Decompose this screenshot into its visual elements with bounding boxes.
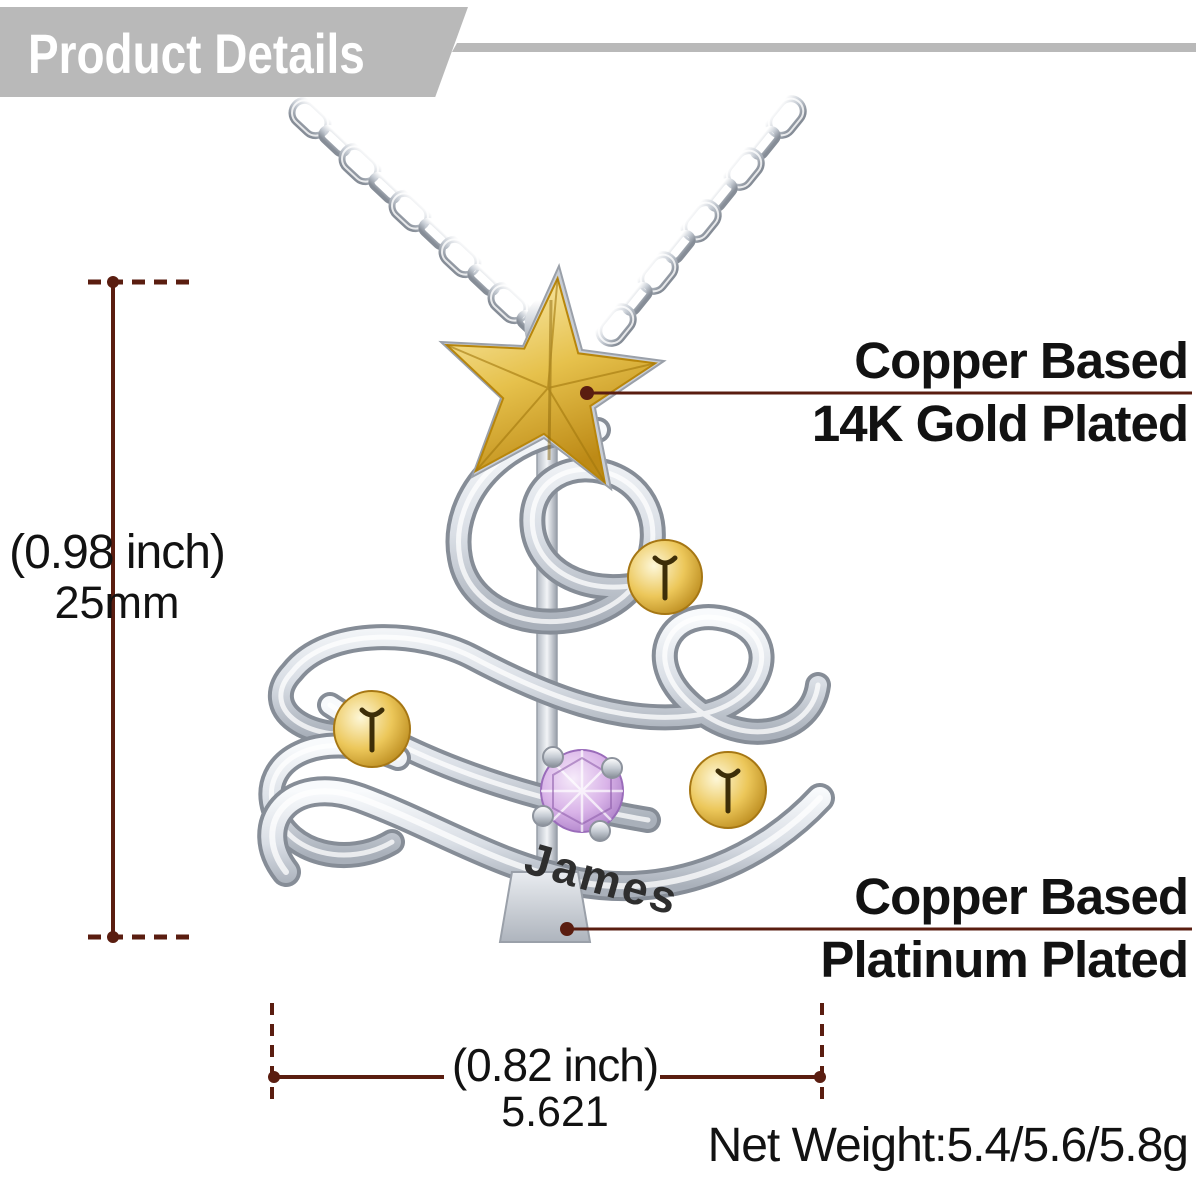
gem-prong [542,746,564,768]
callout-dot-top [580,386,594,400]
callout-dot-bottom [560,922,574,936]
pendant-star [444,275,658,485]
gem-prong [589,820,611,842]
height-dimension-dot-top [107,276,119,288]
gem-prong [532,805,554,827]
height-inches-label: (0.98 inch) [9,526,226,579]
height-dimension-label: (0.98 inch) 25mm [0,527,234,627]
banner-title: Product Details [28,22,365,85]
height-dimension-dot-bottom [107,931,119,943]
tree-ribbon-bottom [257,776,835,902]
gold-ball-3 [689,751,767,829]
net-weight-label: Net Weight:5.4/5.6/5.8g [707,1119,1189,1172]
width-dimension-label: (0.82 inch) 5.621 [400,1040,710,1134]
necklace-chain-left [287,95,550,342]
width-dimension-dot-right [814,1071,826,1083]
callout-top-label: Copper Based 14K Gold Plated [811,332,1189,452]
gem-prongs [532,746,623,842]
callout-top-line2: 14K Gold Plated [811,395,1189,452]
callout-bottom-line1: Copper Based [854,868,1189,925]
width-inches-label: (0.82 inch) [451,1039,659,1091]
tree-ribbon-middle [267,604,831,748]
callout-bottom-line2: Platinum Plated [820,931,1189,988]
gold-ball-1 [627,539,703,615]
necklace-chain-right [594,94,809,349]
gem-prong [601,757,623,779]
width-value-label: 5.621 [501,1088,609,1136]
banner-rule [452,43,1196,52]
star-facets [446,278,656,483]
callout-top-line1: Copper Based [854,332,1189,389]
callout-bottom-label: Copper Based Platinum Plated [820,868,1189,988]
gold-ball-2 [333,690,411,768]
width-dimension-dot-left [268,1071,280,1083]
height-mm-label: 25mm [54,577,180,628]
product-details-banner: Product Details [0,7,468,97]
